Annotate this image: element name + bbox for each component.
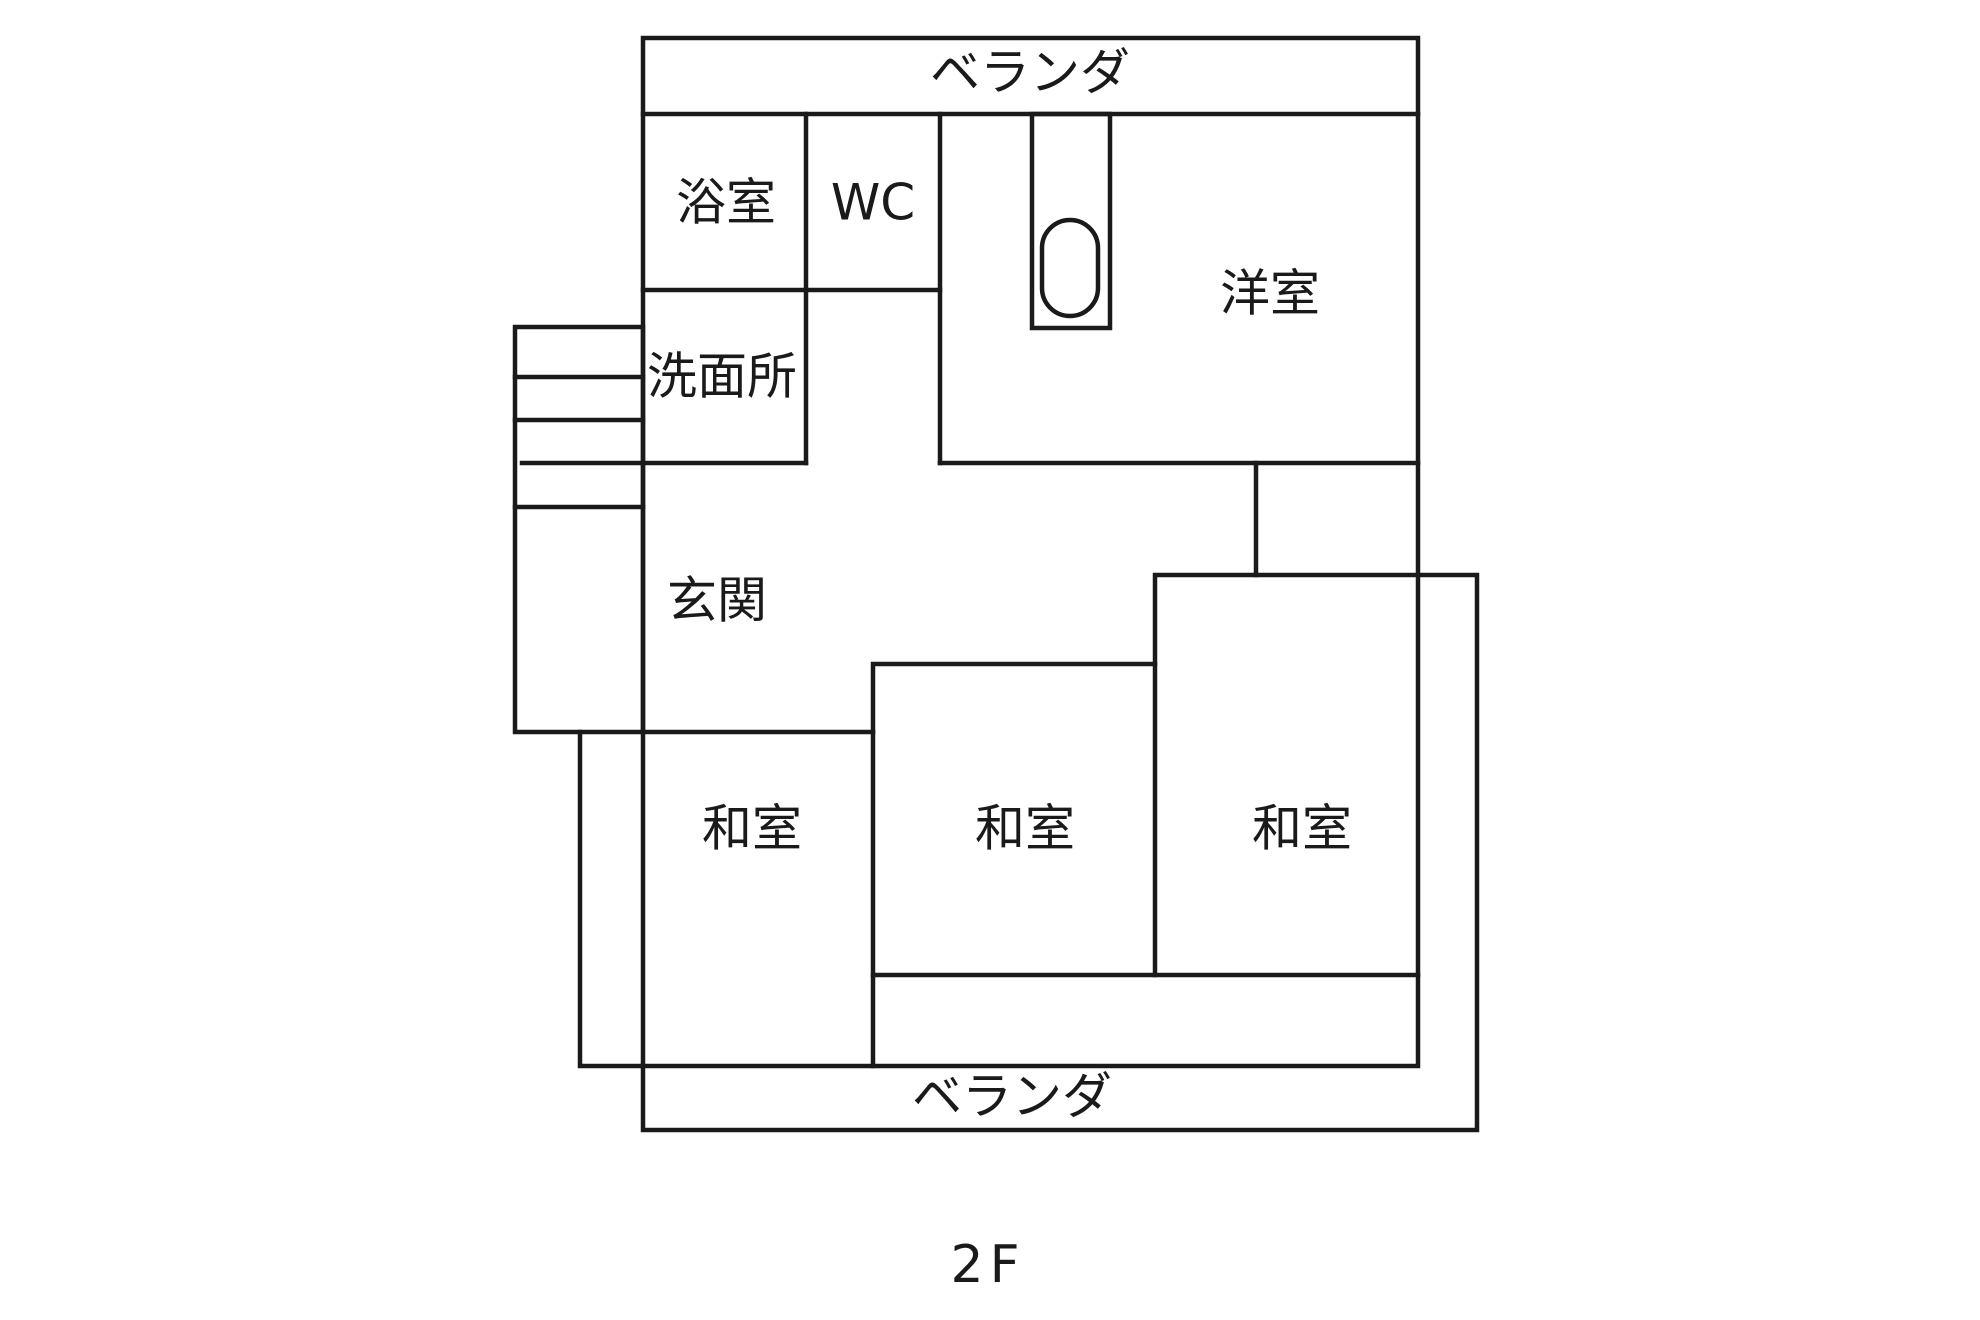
japanese-room-center-outline xyxy=(870,661,1158,1069)
veranda-top-label: ベランダ xyxy=(930,44,1130,102)
japanese-room-center-label: 和室 xyxy=(975,800,1075,858)
veranda-bottom-label: ベランダ xyxy=(912,1068,1112,1126)
japanese-room-right-label: 和室 xyxy=(1252,800,1352,858)
western-room-label: 洋室 xyxy=(1220,265,1320,323)
japanese-room-right-outline xyxy=(640,572,1480,1133)
entrance-label: 玄関 xyxy=(667,572,767,630)
washroom-label: 洗面所 xyxy=(647,348,797,406)
wc-label: WC xyxy=(831,174,915,232)
bathroom-label: 浴室 xyxy=(676,174,776,232)
closet xyxy=(1029,111,1113,331)
toilet-fixture xyxy=(1039,217,1101,319)
left-extension-outline xyxy=(577,729,646,1069)
stairs-outline xyxy=(512,324,646,735)
japanese-room-left-label: 和室 xyxy=(702,800,802,858)
floor-label: 2F xyxy=(951,1235,1026,1295)
